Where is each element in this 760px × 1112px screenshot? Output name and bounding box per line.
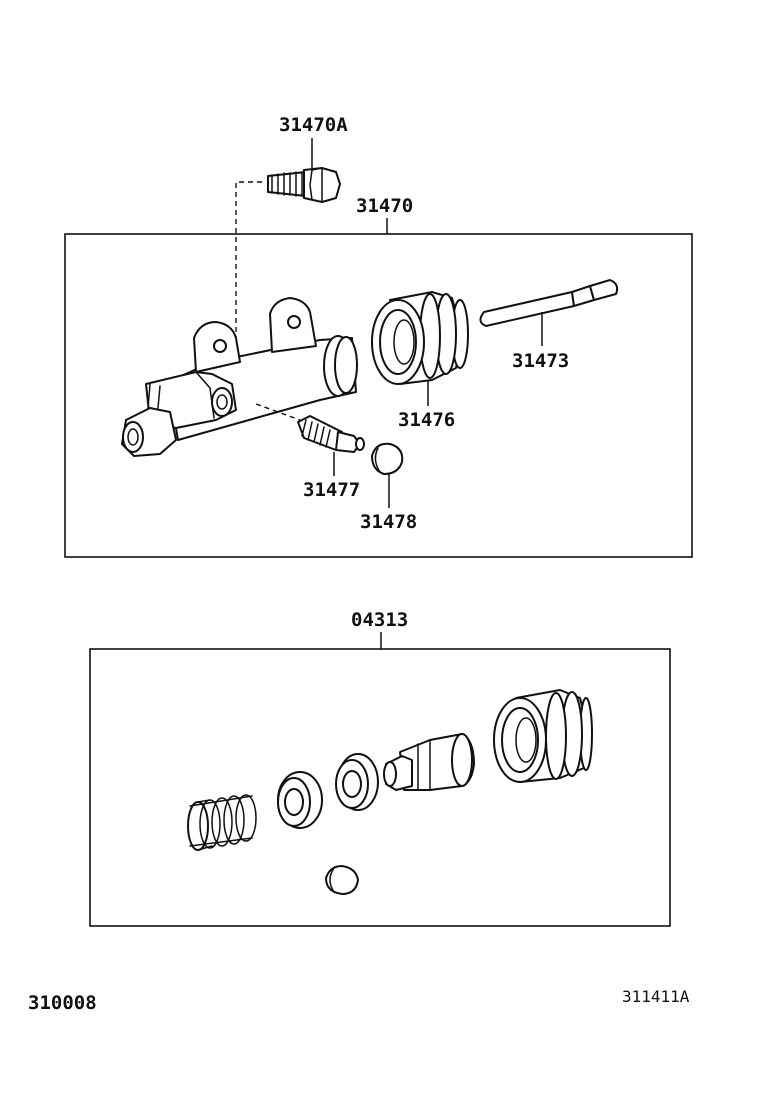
- bleeder-plug-31477[interactable]: [297, 415, 365, 453]
- label-31476: 31476: [398, 409, 455, 431]
- label-31477: 31477: [303, 479, 360, 501]
- clutch-release-cylinder[interactable]: [121, 297, 358, 457]
- bleeder-cap-31478[interactable]: [371, 442, 404, 475]
- kit-boot[interactable]: [493, 689, 593, 783]
- cup-seal[interactable]: [277, 771, 323, 829]
- assembly-box-31470: [64, 233, 693, 558]
- repair-kit-box-04313: [89, 648, 671, 927]
- boot-31476[interactable]: [371, 291, 469, 385]
- diagram-code-left: 310008: [28, 992, 97, 1014]
- label-04313: 04313: [351, 609, 408, 631]
- piston-seal[interactable]: [335, 753, 379, 811]
- label-31470: 31470: [356, 195, 413, 217]
- kit-cap[interactable]: [325, 865, 359, 895]
- label-31470a: 31470A: [279, 114, 348, 136]
- push-rod-31473[interactable]: [479, 279, 619, 327]
- bleeder-guide-line: [255, 403, 301, 421]
- spring[interactable]: [187, 794, 257, 851]
- label-31473: 31473: [512, 350, 569, 372]
- piston[interactable]: [383, 733, 475, 791]
- label-31478: 31478: [360, 511, 417, 533]
- bolt-guide-line: [235, 181, 262, 350]
- diagram-code-right: 311411A: [622, 987, 690, 1006]
- bolt-31470a[interactable]: [267, 167, 341, 203]
